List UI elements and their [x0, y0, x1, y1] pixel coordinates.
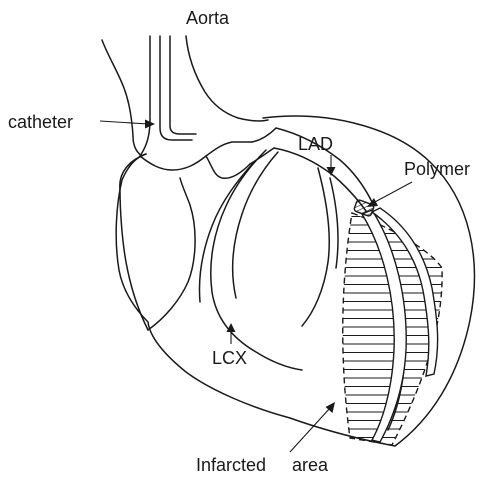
- label-infarcted: Infarcted: [196, 455, 266, 475]
- polymer-arrow-line: [373, 182, 412, 203]
- aorta-inner-right: [170, 36, 196, 134]
- catheter-arrow-line: [100, 121, 148, 124]
- polymer-arrowhead: [367, 198, 378, 207]
- lcx-branch: [200, 162, 255, 302]
- label-lad: LAD: [298, 134, 333, 154]
- aorta-outer-right: [186, 36, 268, 121]
- label-lcx: LCX: [212, 348, 247, 368]
- infarct-arrow-line: [290, 408, 330, 452]
- right-ventricle-edge: [148, 178, 195, 330]
- label-aorta: Aorta: [186, 8, 230, 28]
- pulmonary-trunk: [102, 40, 142, 156]
- aorta-inner-left: [160, 36, 192, 140]
- label-catheter: catheter: [8, 112, 73, 132]
- aortic-root: [140, 142, 252, 170]
- aorta-outer-left: [140, 36, 150, 156]
- label-polymer: Polymer: [404, 159, 470, 179]
- lcx-artery-inner: [233, 152, 278, 298]
- diagonal-branch: [302, 168, 329, 326]
- label-area: area: [292, 455, 329, 475]
- diagonal-branch-inner: [330, 178, 338, 268]
- left-atrium-outline: [120, 154, 148, 330]
